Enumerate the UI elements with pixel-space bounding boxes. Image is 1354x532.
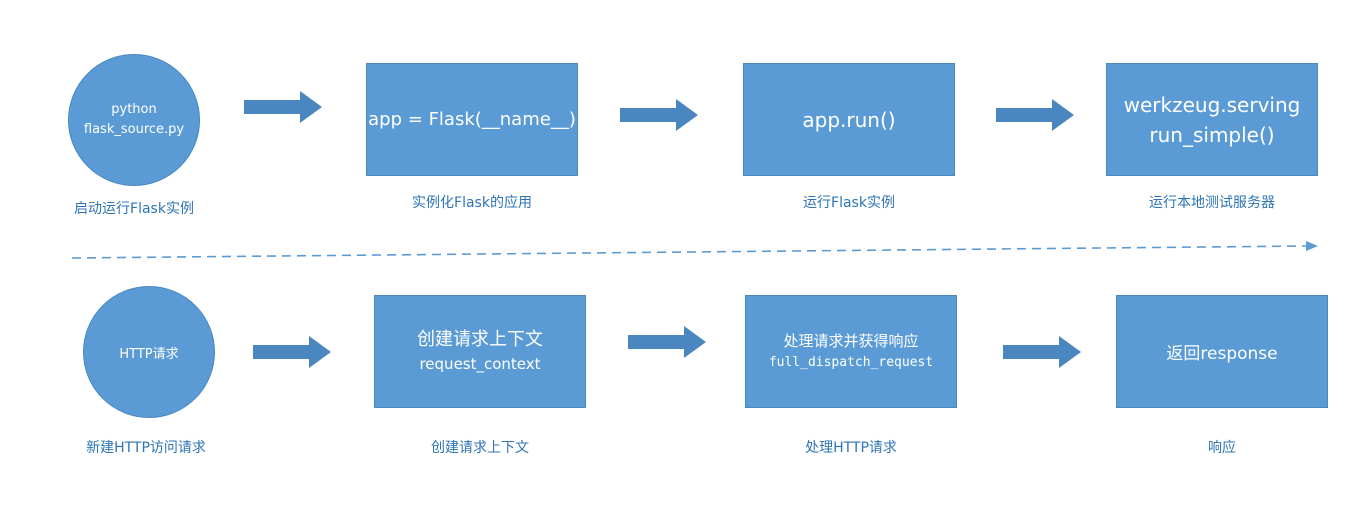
right-arrow-icon (628, 326, 706, 358)
app-run-box: app.run() (743, 63, 955, 176)
flask-instance-box: app = Flask(__name__) (366, 63, 578, 176)
right-arrow-icon (1003, 336, 1081, 368)
dispatch-line1: 处理请求并获得响应 (783, 331, 919, 350)
flask-instance-text: app = Flask(__name__) (368, 109, 576, 130)
response-text: 返回response (1166, 344, 1278, 364)
run-simple-line1: werkzeug.serving (1123, 92, 1301, 117)
caption-step1: 实例化Flask的应用 (412, 195, 532, 211)
right-arrow-icon (996, 99, 1074, 131)
request-context-line1: 创建请求上下文 (417, 328, 543, 350)
dashed-separator-arrow (71, 241, 1318, 259)
right-arrow-icon (620, 99, 698, 131)
caption-step2: 运行Flask实例 (803, 195, 895, 211)
http-request-text: HTTP请求 (119, 346, 179, 362)
request-context-line2: request_context (419, 354, 541, 373)
dispatch-request-box: 处理请求并获得响应 full_dispatch_request (745, 295, 957, 408)
right-arrow-icon (244, 91, 322, 123)
run-simple-line2: run_simple() (1149, 122, 1275, 147)
request-context-box: 创建请求上下文 request_context (374, 295, 586, 408)
app-run-text: app.run() (802, 107, 896, 132)
caption-start: 启动运行Flask实例 (74, 201, 194, 217)
start-line2: flask_source.py (83, 122, 185, 137)
caption-request-context: 创建请求上下文 (431, 440, 529, 456)
response-box: 返回response (1116, 295, 1328, 408)
right-arrow-icon (253, 336, 331, 368)
http-request-circle: HTTP请求 (83, 286, 215, 418)
dispatch-line2: full_dispatch_request (768, 354, 934, 370)
caption-response: 响应 (1208, 440, 1236, 456)
run-simple-box: werkzeug.serving run_simple() (1106, 63, 1318, 176)
caption-dispatch: 处理HTTP请求 (805, 440, 897, 456)
start-line1: python (111, 102, 157, 117)
caption-http-start: 新建HTTP访问请求 (86, 440, 206, 456)
caption-step3: 运行本地测试服务器 (1149, 195, 1275, 211)
python-start-circle: python flask_source.py (68, 54, 200, 186)
